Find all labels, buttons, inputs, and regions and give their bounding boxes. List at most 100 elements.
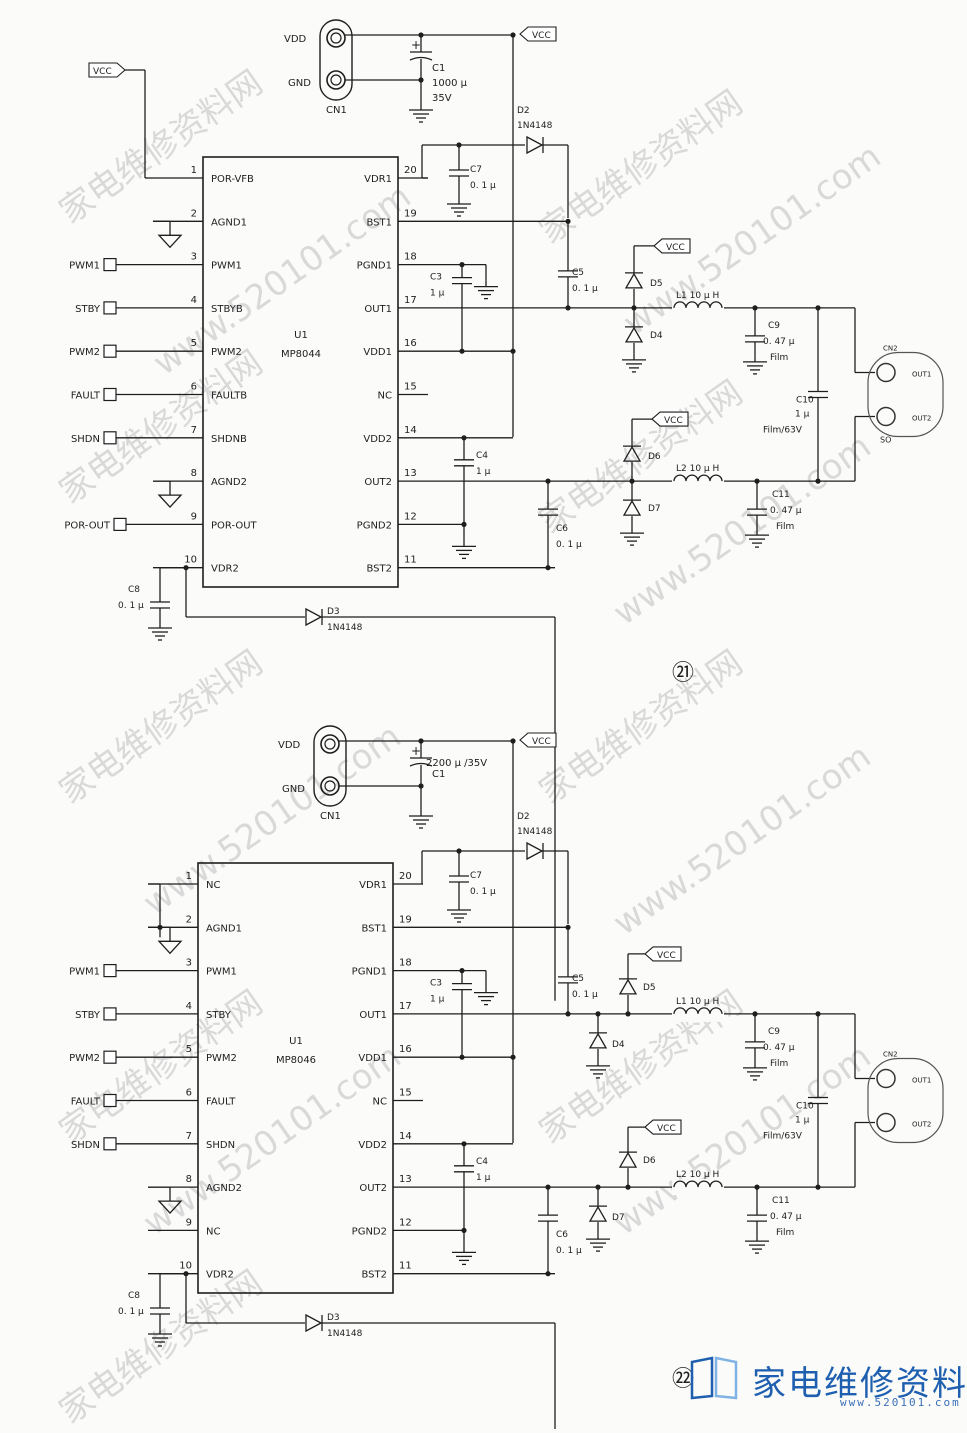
book-logo-icon	[690, 1356, 738, 1400]
vcc-tag	[519, 26, 557, 42]
connector-hole	[326, 28, 346, 48]
signal-name: PWM2	[69, 347, 100, 358]
connector-hole	[324, 738, 336, 750]
junction-dot	[565, 218, 571, 224]
diode-icon	[622, 445, 642, 462]
c8-label: C8	[128, 585, 140, 595]
signal-name: FAULT	[71, 391, 101, 402]
connector-hole	[876, 406, 896, 427]
pin-name: AGND2	[206, 1183, 242, 1194]
connector-pin	[103, 344, 117, 358]
c10-label: C10	[796, 396, 814, 406]
pin-number: 7	[186, 1131, 192, 1142]
c1-value: 1000 μ	[432, 78, 468, 89]
vcc-label: VCC	[666, 243, 685, 253]
pin-name: PWM2	[211, 347, 242, 358]
pin-name: POR-OUT	[211, 520, 258, 531]
signal-ground-icon	[157, 940, 183, 955]
vcc-label: VCC	[532, 737, 551, 747]
c3-value: 1 μ	[430, 995, 445, 1005]
c11-label: C11	[772, 490, 790, 500]
connector-hole	[330, 32, 342, 44]
signal-name: PWM2	[69, 1053, 100, 1064]
diode-label: D7	[612, 1213, 625, 1223]
d2-label: D2	[517, 812, 530, 822]
c9-value: 0. 47 μ	[763, 1043, 795, 1053]
diode-label: D4	[612, 1040, 625, 1050]
inductor-icon	[673, 474, 723, 482]
inductor-icon	[673, 1007, 723, 1014]
pin-name: OUT2	[359, 1183, 387, 1194]
pin-name: FAULT	[206, 1097, 236, 1108]
junction-dot	[510, 348, 516, 354]
ic-part-number: MP8044	[281, 349, 321, 360]
cn1-connector	[319, 19, 353, 101]
connector-hole	[876, 362, 896, 383]
capacitor-icon	[409, 762, 433, 767]
signal-name: STBY	[75, 304, 101, 315]
c10-type: Film/63V	[763, 1132, 803, 1142]
c9-type: Film	[770, 1059, 788, 1069]
c10-value: 1 μ	[795, 1116, 810, 1126]
signal-name: POR-OUT	[64, 520, 111, 531]
signal-name: FAULT	[71, 1097, 101, 1108]
vdd-label: VDD	[278, 740, 301, 751]
pin-number: 15	[404, 382, 417, 393]
cn2-connector	[867, 351, 944, 438]
c4-label: C4	[476, 451, 488, 461]
pin-number: 17	[399, 1001, 412, 1012]
c10-value: 1 μ	[795, 410, 810, 420]
diode-icon	[526, 841, 544, 861]
logo-text: 家电维修资料网	[752, 1364, 967, 1404]
cn2-pin2: OUT2	[912, 415, 931, 423]
d3-part: 1N4148	[327, 1329, 363, 1339]
pin-name: VDR1	[364, 174, 392, 185]
inductor-icon	[673, 301, 723, 308]
pin-name: BST1	[366, 217, 392, 228]
connector-hole	[876, 1068, 896, 1089]
pin-name: VDD1	[363, 347, 392, 358]
connector-pin	[103, 1007, 117, 1021]
signal-name: PWM1	[69, 261, 100, 272]
vcc-tag	[644, 1119, 682, 1135]
d3-part: 1N4148	[327, 623, 363, 633]
pin-number: 9	[191, 511, 197, 522]
ic-ref: U1	[289, 1036, 303, 1047]
c5-value: 0. 1 μ	[572, 284, 598, 294]
connector-hole	[320, 776, 340, 796]
pin-name: OUT1	[364, 304, 392, 315]
pin-number: 9	[186, 1217, 192, 1228]
pin-name: PGND2	[352, 1226, 387, 1237]
pin-name: VDD1	[358, 1053, 387, 1064]
pin-name: SHDN	[206, 1140, 235, 1151]
c6-label: C6	[556, 524, 568, 534]
pin-number: 8	[191, 468, 197, 479]
c7-label: C7	[470, 165, 482, 175]
diode-icon	[526, 135, 544, 155]
pin-name: NC	[206, 1226, 220, 1237]
pin-number: 13	[404, 468, 417, 479]
pin-number: 16	[399, 1044, 412, 1055]
vcc-label: VCC	[93, 67, 112, 77]
pin-number: 2	[186, 914, 192, 925]
pin-number: 10	[179, 1261, 192, 1272]
cn2-pin1: OUT1	[912, 1077, 931, 1085]
pin-number: 19	[399, 914, 412, 925]
c3-value: 1 μ	[430, 289, 445, 299]
connector-pin	[103, 301, 117, 315]
connector-hole	[324, 780, 336, 792]
c5-label: C5	[572, 268, 584, 278]
c6-label: C6	[556, 1230, 568, 1240]
diode-icon	[622, 499, 642, 516]
l2-label: L2 10 μ H	[676, 464, 719, 474]
c1-label: C1	[432, 769, 445, 780]
c10-label: C10	[796, 1102, 814, 1112]
logo-url: www.520101.com	[840, 1396, 961, 1409]
connector-hole	[330, 74, 342, 86]
figure-caption: ㉒	[672, 1367, 694, 1392]
diode-icon	[588, 1205, 608, 1222]
cn2-connector	[867, 1057, 944, 1144]
c11-label: C11	[772, 1196, 790, 1206]
vcc-label: VCC	[532, 31, 551, 41]
